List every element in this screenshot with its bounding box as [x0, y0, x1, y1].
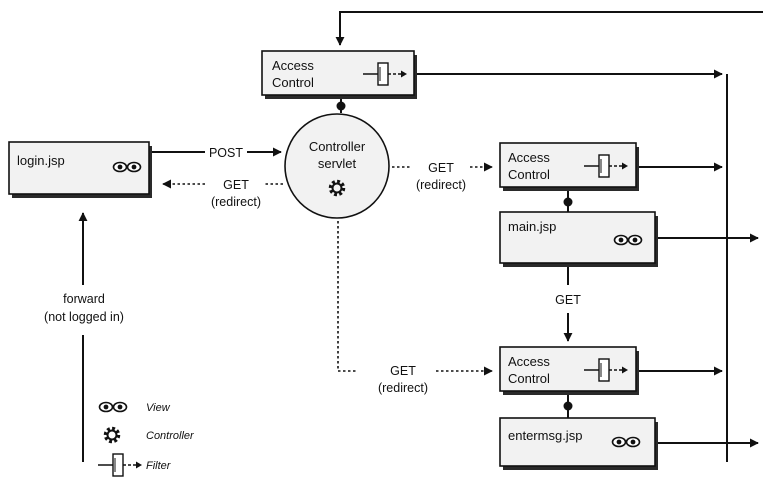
forward-label-line1: forward — [63, 292, 105, 306]
get-to-enter-label-line2: (redirect) — [378, 381, 428, 395]
get-to-enter-label-line1: GET — [390, 364, 416, 378]
access-bottom-label-line1: Access — [508, 354, 550, 369]
filter-icon — [97, 453, 143, 477]
node-login: login.jsp — [8, 141, 152, 198]
legend: View Controller Filter — [97, 402, 195, 477]
post-label: POST — [209, 146, 243, 160]
get-to-main-label-line1: GET — [428, 161, 454, 175]
access-bottom-box — [499, 346, 637, 392]
edge-labels: POST GET (redirect) GET (redirect) GET G… — [44, 146, 581, 395]
access-top-label-line1: Access — [272, 58, 314, 73]
access-top-connector-dot — [336, 101, 346, 111]
access-mid-box — [499, 142, 637, 188]
node-entermsg: entermsg.jsp — [499, 417, 658, 470]
legend-filter-label: Filter — [146, 460, 172, 472]
controller-circle — [284, 113, 390, 219]
controller-label-line1: Controller — [309, 139, 366, 154]
controller-label-line2: servlet — [318, 156, 357, 171]
node-main: main.jsp — [499, 211, 658, 267]
login-label: login.jsp — [17, 153, 65, 168]
forward-label-line2: (not logged in) — [44, 310, 124, 324]
gear-icon — [106, 429, 118, 441]
node-access-mid: Access Control — [499, 142, 639, 191]
get-back-label-line2: (redirect) — [211, 195, 261, 209]
node-access-top: Access Control — [261, 50, 417, 99]
access-mid-label-line2: Control — [508, 167, 550, 182]
main-to-enter-get-label: GET — [555, 293, 581, 307]
node-controller: Controller servlet — [284, 113, 390, 219]
access-bottom-connector-dot — [563, 401, 573, 411]
controller-to-enter-dotted-line — [337, 196, 356, 372]
entermsg-label: entermsg.jsp — [508, 428, 582, 443]
legend-view-label: View — [146, 402, 171, 414]
node-access-bottom: Access Control — [499, 346, 639, 395]
top-loop-arrow — [335, 11, 763, 46]
connectors — [78, 11, 763, 462]
access-top-label-line2: Control — [272, 75, 314, 90]
view-icon — [100, 403, 127, 412]
access-mid-label-line1: Access — [508, 150, 550, 165]
legend-controller-label: Controller — [146, 430, 195, 442]
main-label: main.jsp — [508, 219, 556, 234]
access-bottom-label-line2: Control — [508, 371, 550, 386]
get-back-label-line1: GET — [223, 178, 249, 192]
get-to-main-label-line2: (redirect) — [416, 178, 466, 192]
access-mid-connector-dot — [563, 197, 573, 207]
